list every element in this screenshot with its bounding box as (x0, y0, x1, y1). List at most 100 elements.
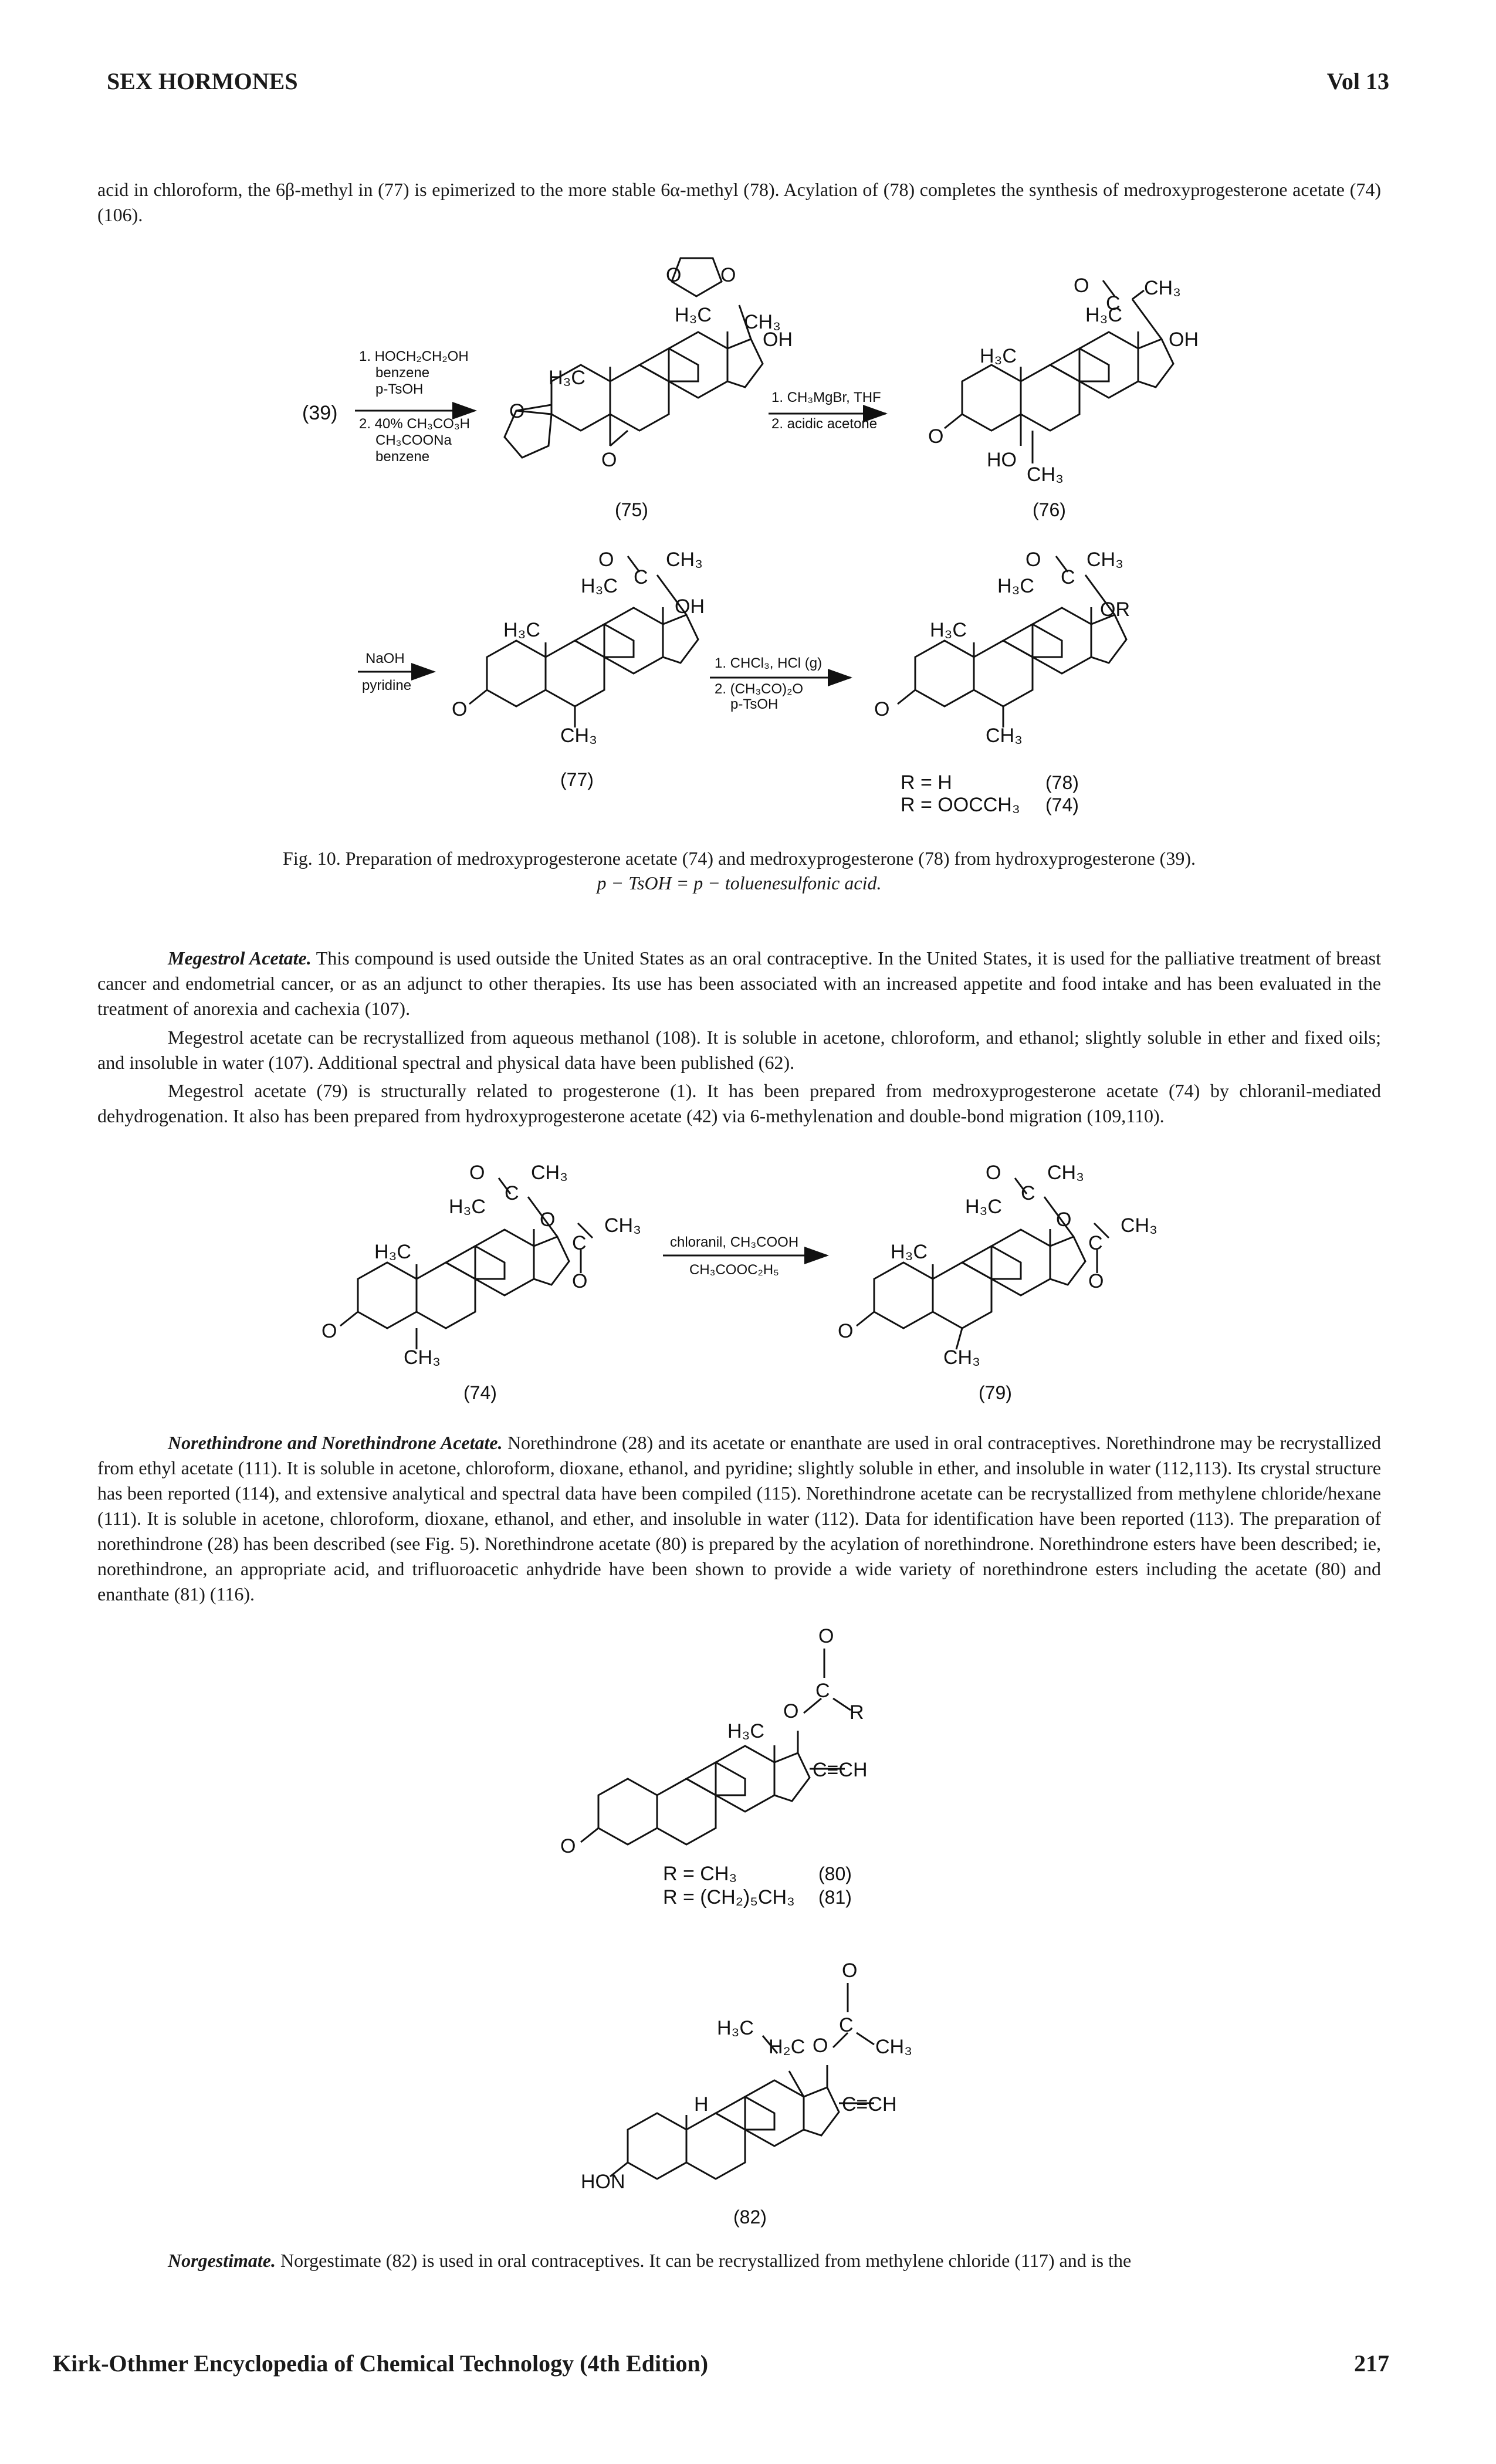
svg-text:H₃C: H₃C (581, 575, 618, 597)
svg-text:H₃C: H₃C (374, 1241, 411, 1263)
svg-text:O: O (572, 1270, 587, 1292)
svg-text:H₃C: H₃C (449, 1196, 486, 1218)
svg-text:H₃C: H₃C (503, 619, 540, 641)
svg-text:CH₃: CH₃ (986, 725, 1023, 747)
r-legend-81-num: (81) (818, 1887, 852, 1908)
svg-text:R: R (849, 1701, 864, 1724)
svg-text:HON: HON (581, 2171, 625, 2193)
svg-text:CH₃: CH₃ (604, 1214, 641, 1237)
svg-text:O: O (1088, 1270, 1104, 1292)
svg-text:O: O (842, 1959, 857, 1982)
footer-book-title: Kirk-Othmer Encyclopedia of Chemical Tec… (53, 2350, 709, 2377)
svg-text:C: C (634, 566, 648, 588)
svg-text:O: O (986, 1162, 1001, 1184)
svg-text:C: C (1106, 292, 1121, 314)
running-header-title: SEX HORMONES (107, 68, 298, 94)
svg-text:C: C (1088, 1232, 1103, 1254)
svg-text:O: O (540, 1209, 555, 1231)
svg-text:O: O (1025, 549, 1041, 571)
compound-75-structure (503, 257, 764, 459)
svg-text:CH₃: CH₃ (943, 1346, 980, 1369)
svg-text:C: C (505, 1182, 519, 1204)
svg-text:H₃C: H₃C (891, 1241, 928, 1263)
svg-text:C: C (839, 2014, 854, 2036)
svg-text:O: O (1056, 1209, 1071, 1231)
compound-77-label: (77) (560, 769, 594, 790)
svg-text:OH: OH (675, 595, 705, 618)
svg-text:C≡CH: C≡CH (842, 2093, 897, 2116)
svg-text:H₃C: H₃C (727, 1720, 764, 1742)
svg-text:CH₃: CH₃ (1047, 1162, 1084, 1184)
compound-74-structure (340, 1177, 594, 1349)
svg-text:OR: OR (1100, 598, 1130, 621)
r-legend-74: R = OOCCH₃ (901, 794, 1020, 816)
r-legend-80: R = CH₃ (663, 1863, 737, 1885)
svg-text:C: C (572, 1232, 587, 1254)
megestrol-heading: Megestrol Acetate. (168, 947, 312, 969)
svg-text:O: O (560, 1835, 576, 1857)
svg-text:CH₃: CH₃ (744, 311, 781, 333)
svg-text:CH₃: CH₃ (1087, 549, 1123, 571)
svg-text:CH₃: CH₃ (1144, 277, 1181, 299)
megestrol-paragraph-3: Megestrol acetate (79) is structurally r… (97, 1080, 1381, 1126)
svg-text:O: O (601, 449, 617, 471)
step1-condition: 2. 40% CH₃CO₃H (359, 416, 470, 432)
figure-caption: Fig. 10. Preparation of medroxyprogester… (97, 846, 1381, 895)
norethindrone-heading: Norethindrone and Norethindrone Acetate. (168, 1432, 503, 1453)
svg-text:HO: HO (987, 449, 1017, 471)
step1-condition: CH₃COONa (375, 432, 452, 448)
svg-text:H₃C: H₃C (997, 575, 1034, 597)
step2-condition: 1. CH₃MgBr, THF (771, 390, 881, 405)
r-legend-78: R = H (901, 771, 952, 794)
norethindrone-paragraph: Norethindrone and Norethindrone Acetate.… (97, 1432, 1382, 1605)
megestrol-paragraph-2: Megestrol acetate can be recrystallized … (97, 1027, 1381, 1073)
compound-77-structure (469, 556, 699, 727)
svg-text:O: O (838, 1320, 853, 1342)
megestrol-paragraph-1: Megestrol Acetate. This compound is used… (97, 947, 1382, 1019)
svg-text:O: O (818, 1625, 834, 1647)
compound-78-74-structure (897, 556, 1128, 727)
svg-text:CH₃: CH₃ (560, 725, 597, 747)
step4-condition: p-TsOH (730, 696, 778, 712)
r-legend-74-num: (74) (1045, 794, 1079, 815)
svg-text:H₃C: H₃C (717, 2017, 754, 2039)
step3-condition: NaOH (365, 651, 405, 666)
compound-76-structure (944, 280, 1175, 463)
scheme-medroxyprogesterone-synthesis: (39) 1. HOCH₂CH₂OH benzene p-TsOH 2. 40%… (302, 257, 1199, 816)
svg-text:O: O (928, 425, 943, 448)
svg-text:CH₃: CH₃ (531, 1162, 568, 1184)
svg-text:H₃C: H₃C (1085, 304, 1122, 326)
svg-text:OH: OH (1169, 329, 1199, 351)
r-legend-81: R = (CH₂)₅CH₃ (663, 1886, 795, 1908)
svg-text:H₂C: H₂C (769, 2036, 805, 2058)
r-legend-78-num: (78) (1045, 772, 1079, 793)
svg-text:O: O (720, 264, 736, 286)
svg-text:H₃C: H₃C (965, 1196, 1002, 1218)
svg-text:C: C (1061, 566, 1075, 588)
step1-condition: benzene (375, 449, 429, 465)
svg-text:CH₃: CH₃ (1027, 463, 1064, 486)
svg-text:C: C (1021, 1182, 1035, 1204)
svg-text:CH₃: CH₃ (1121, 1214, 1157, 1237)
svg-text:CH₃: CH₃ (404, 1346, 441, 1369)
compound-76-label: (76) (1033, 499, 1066, 520)
norgestimate-heading: Norgestimate. (168, 2250, 276, 2271)
compound-79-label: (79) (979, 1382, 1012, 1403)
svg-text:OH: OH (763, 329, 793, 351)
svg-text:CH₃: CH₃ (875, 2036, 912, 2058)
intro-paragraph: acid in chloroform, the 6β-methyl in (77… (97, 179, 1381, 225)
svg-text:CH₃: CH₃ (666, 549, 703, 571)
svg-text:O: O (783, 1700, 798, 1722)
r-legend-80-num: (80) (818, 1863, 852, 1884)
compound-75-label: (75) (615, 499, 648, 520)
step1-condition: p-TsOH (375, 381, 423, 397)
step1-condition: benzene (375, 365, 429, 381)
page-number: 217 (1354, 2350, 1389, 2377)
scheme-megestrol-synthesis: O C CH₃ H₃C O C CH₃ O H₃C O CH₃ (74) chl… (321, 1162, 1157, 1403)
compound-74-label: (74) (463, 1382, 497, 1403)
scheme2-condition: CH₃COOC₂H₅ (689, 1262, 779, 1278)
structure-norgestimate: O C CH₃ O H₃C H₂C C≡CH H HON (82) (581, 1959, 912, 2228)
figure-caption-line2: p − TsOH = p − toluenesulfonic acid. (597, 872, 882, 893)
structure-norethindrone-esters: O C R O H₃C C≡CH O R = CH₃ (80) R = (CH₂… (560, 1625, 868, 1908)
svg-text:O: O (813, 2035, 828, 2057)
